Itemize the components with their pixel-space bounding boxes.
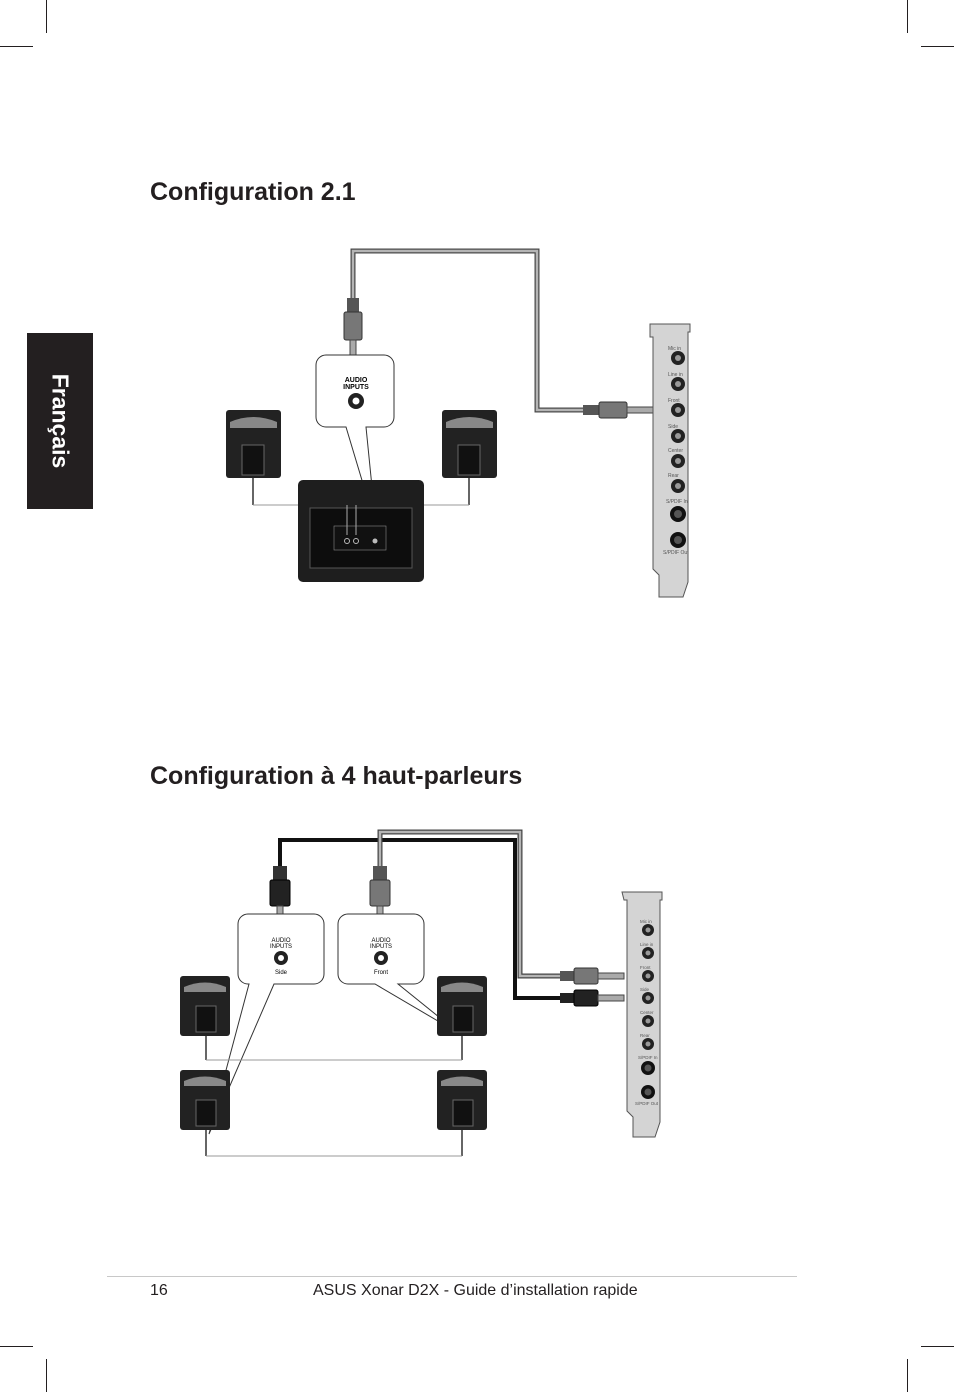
section-heading-2-1: Configuration 2.1 <box>150 178 356 206</box>
callout-label: AUDIO <box>345 377 368 384</box>
footer-title: ASUS Xonar D2X - Guide d’installation ra… <box>313 1282 638 1299</box>
jack-plug <box>560 967 625 985</box>
port-label: Line in <box>668 372 683 378</box>
crop-mark <box>907 1359 908 1392</box>
port-label: Front <box>640 965 651 970</box>
section-heading-4-speakers: Configuration à 4 haut-parleurs <box>150 762 523 790</box>
port-label: Mic in <box>668 346 681 352</box>
port-label: Side <box>640 987 650 992</box>
port-label: S/PDIF Out <box>635 1101 659 1106</box>
crop-mark <box>921 1346 954 1347</box>
callout-label: INPUTS <box>270 944 292 950</box>
subwoofer <box>298 480 424 582</box>
port-label: S/PDIF In <box>638 1055 658 1060</box>
callout-name: Front <box>374 970 388 976</box>
side-inputs-callout <box>208 913 325 1135</box>
footer-rule <box>107 1276 797 1277</box>
speaker-left <box>226 410 281 478</box>
crop-mark <box>907 0 908 33</box>
port-label: Line in <box>640 942 654 947</box>
language-tab: Français <box>27 333 93 509</box>
port-label: Center <box>668 448 683 454</box>
crop-mark <box>46 0 47 33</box>
page-number: 16 <box>150 1282 168 1299</box>
callout-label: AUDIO <box>371 938 390 944</box>
port-label: Rear <box>640 1033 650 1038</box>
crop-mark <box>0 46 33 47</box>
speaker-side-left <box>180 1070 230 1130</box>
port-label: Mic in <box>640 919 652 924</box>
callout-label: INPUTS <box>343 384 369 391</box>
speaker-front-left <box>180 976 230 1036</box>
speaker-right <box>442 410 497 478</box>
crop-mark <box>46 1359 47 1392</box>
front-inputs-callout <box>337 913 461 1035</box>
port-label: S/PDIF Out <box>663 550 689 556</box>
crop-mark <box>921 46 954 47</box>
sound-card-ports <box>641 924 655 1099</box>
jack-plug <box>583 401 654 419</box>
callout-label: AUDIO <box>271 938 290 944</box>
port-label: Rear <box>668 473 679 479</box>
audio-cable-side <box>278 838 562 1000</box>
speaker-side-right <box>437 1070 487 1130</box>
callout-name: Side <box>275 970 288 976</box>
port-label: Front <box>668 398 680 404</box>
sound-card-ports <box>670 351 686 548</box>
jack-plug <box>343 298 363 367</box>
speaker-front-right <box>437 976 487 1036</box>
port-label: Center <box>640 1010 654 1015</box>
port-label: Side <box>668 424 678 430</box>
sound-card-bracket <box>649 323 691 598</box>
jack-plug <box>560 989 625 1007</box>
callout-label: INPUTS <box>370 944 392 950</box>
audio-inputs-callout <box>315 354 395 528</box>
port-label: S/PDIF In <box>666 499 688 505</box>
crop-mark <box>0 1346 33 1347</box>
